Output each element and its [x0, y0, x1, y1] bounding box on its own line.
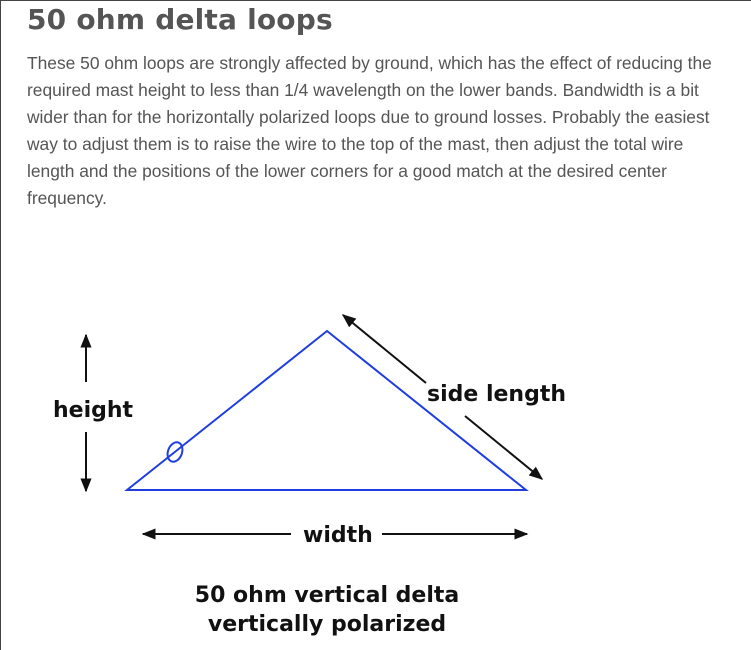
- side-length-arrow-up: [341, 314, 427, 384]
- delta-loop-wire: [124, 329, 529, 491]
- height-label: height: [53, 398, 134, 423]
- width-label: width: [303, 523, 373, 548]
- description-paragraph: These 50 ohm loops are strongly affected…: [27, 53, 712, 208]
- feed-point-marker: [166, 441, 184, 463]
- side-length-arrow-down: [464, 415, 544, 480]
- side-length-label: side length: [427, 382, 566, 407]
- caption-line-2: vertically polarized: [208, 612, 446, 637]
- caption-line-1: 50 ohm vertical delta: [195, 583, 459, 608]
- page-title: 50 ohm delta loops: [27, 3, 333, 36]
